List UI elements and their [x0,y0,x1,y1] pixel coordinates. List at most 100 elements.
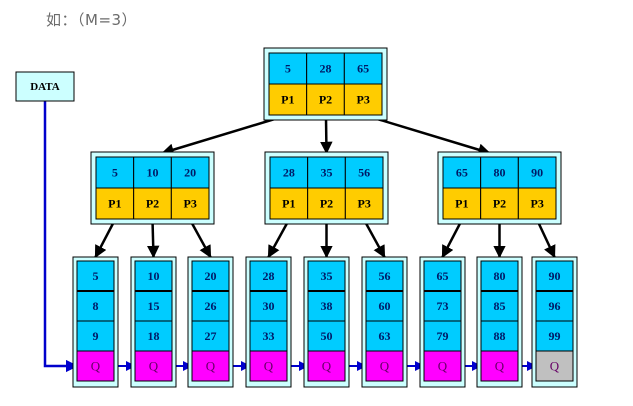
key-label: 38 [321,299,333,313]
key-label: 26 [205,299,217,313]
key-label: 28 [263,269,275,283]
tree-edge [441,219,463,259]
key-label: 90 [549,269,561,283]
data-entry: DATA [15,71,75,102]
tree-edge [320,117,333,155]
q-label: Q [438,359,448,374]
pointer-label: P3 [356,93,369,107]
tree-edge [189,219,212,259]
key-label: 96 [549,299,561,313]
pointer-label: P1 [108,197,121,211]
key-label: 8 [93,299,99,313]
key-cell [170,156,210,189]
key-label: 99 [549,329,561,343]
q-label: Q [206,359,216,374]
pointer-label: P2 [320,197,333,211]
key-cell [76,320,115,352]
pointer-label: P1 [281,93,294,107]
key-label: 60 [379,299,391,313]
q-pointer-cell [535,350,574,382]
key-cell [423,290,462,322]
pointer-cell [95,187,135,220]
pointer-label: P1 [282,197,295,211]
key-label: 28 [283,166,295,180]
key-label: 5 [93,269,99,283]
key-cell [480,320,519,352]
key-cell [480,260,519,292]
key-label: 10 [147,166,159,180]
key-label: 56 [379,269,391,283]
key-label: 65 [456,166,468,180]
q-label: Q [91,359,101,374]
key-label: 85 [494,299,506,313]
q-label: Q [550,359,560,374]
q-pointer-cell [249,350,288,382]
tree-edge [363,219,386,259]
key-label: 20 [184,166,196,180]
key-cell [517,156,557,189]
tree-edge [146,219,160,259]
key-label: 18 [148,329,160,343]
pointer-label: P3 [530,197,543,211]
key-cell [306,52,345,85]
key-label: 5 [285,62,291,76]
q-pointer-cell [423,350,462,382]
key-cell [134,320,173,352]
q-label: Q [495,359,505,374]
key-cell [344,156,384,189]
key-cell [365,260,404,292]
pointer-cell [133,187,172,220]
key-cell [249,320,288,352]
key-cell [343,52,383,85]
key-cell [442,156,482,189]
leaf-node-1: 5 8 9Q [72,256,119,388]
key-label: 90 [531,166,543,180]
key-label: 65 [437,269,449,283]
key-cell [307,320,346,352]
tree-edge [536,219,556,259]
pointer-label: P2 [493,197,506,211]
tree-edge [373,116,491,156]
q-pointer-cell [480,350,519,382]
pointer-label: P2 [146,197,159,211]
key-cell [365,320,404,352]
key-cell [134,290,173,322]
key-label: 73 [437,299,449,313]
key-cell [423,260,462,292]
pointer-label: P3 [183,197,196,211]
q-pointer-cell [365,350,404,382]
key-label: 88 [494,329,506,343]
data-label: DATA [30,81,60,93]
key-cell [423,320,462,352]
key-label: 15 [148,299,160,313]
key-label: 56 [358,166,370,180]
leaf-node-9: 90 96 99Q [531,256,578,388]
q-pointer-cell [134,350,173,382]
key-label: 50 [321,329,333,343]
key-cell [191,320,230,352]
pointer-cell [344,187,384,220]
key-label: 9 [93,329,99,343]
pointer-cell [343,83,383,116]
q-pointer-cell [76,350,115,382]
pointer-cell [170,187,210,220]
tree-nodes: 5P128P265P35P110P220P328P135P256P365P180… [15,47,578,388]
key-label: 27 [205,329,217,343]
pointer-label: P1 [455,197,468,211]
key-cell [307,290,346,322]
q-label: Q [264,359,274,374]
key-cell [480,156,519,189]
pointer-cell [306,83,345,116]
pointer-label: P2 [319,93,332,107]
key-label: 30 [263,299,275,313]
